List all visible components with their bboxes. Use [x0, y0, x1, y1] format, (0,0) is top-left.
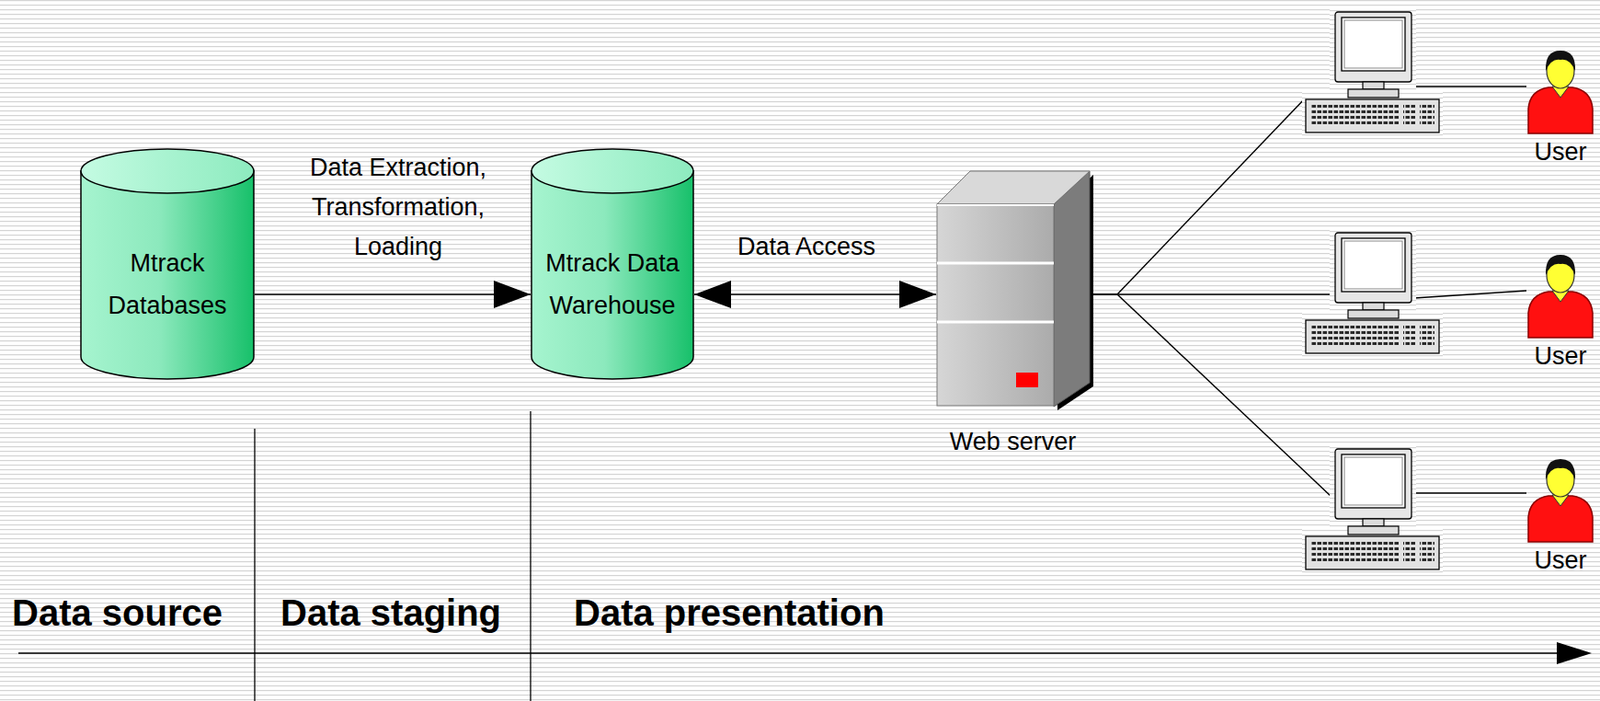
- person-shape: [1526, 250, 1595, 338]
- computer-icon: [1302, 445, 1443, 574]
- computer-icon: [1302, 228, 1443, 358]
- axis-arrowhead: [1556, 641, 1592, 664]
- connector-group: [254, 86, 1527, 497]
- user-icon: User: [1526, 45, 1595, 134]
- computer-group: [1302, 8, 1443, 574]
- computer-icon: [1302, 8, 1443, 138]
- node-caption: User: [1533, 545, 1587, 575]
- node-label: Mtrack Data Warehouse: [530, 241, 695, 327]
- stage-label: Data staging: [280, 590, 502, 635]
- node-caption: User: [1533, 341, 1587, 371]
- person-shape: [1526, 454, 1595, 542]
- user-icon: User: [1526, 454, 1595, 542]
- stage-divider: [253, 428, 255, 701]
- person-shape: [1526, 45, 1595, 134]
- warehouse-cylinder: Mtrack Data Warehouse: [530, 148, 695, 380]
- node-caption: User: [1533, 137, 1587, 167]
- server-shape: [936, 171, 1090, 407]
- connector-line: [694, 293, 937, 295]
- node-label: Mtrack Databases: [80, 241, 255, 327]
- stage-label: Data source: [11, 590, 223, 635]
- connector-label: Data Extraction, Transformation, Loading: [283, 148, 514, 267]
- connector-line: [254, 293, 531, 295]
- stage-label: Data presentation: [573, 590, 885, 635]
- connector-line: [1089, 290, 1527, 298]
- timeline-axis: [18, 651, 1559, 654]
- node-caption: Web server: [949, 426, 1077, 457]
- web-server: Web server: [936, 171, 1090, 407]
- stage-divider: [529, 411, 531, 701]
- connector-label: Data Access: [737, 227, 876, 267]
- database-cylinder: Mtrack Databases: [80, 148, 255, 380]
- user-icon: User: [1526, 250, 1595, 338]
